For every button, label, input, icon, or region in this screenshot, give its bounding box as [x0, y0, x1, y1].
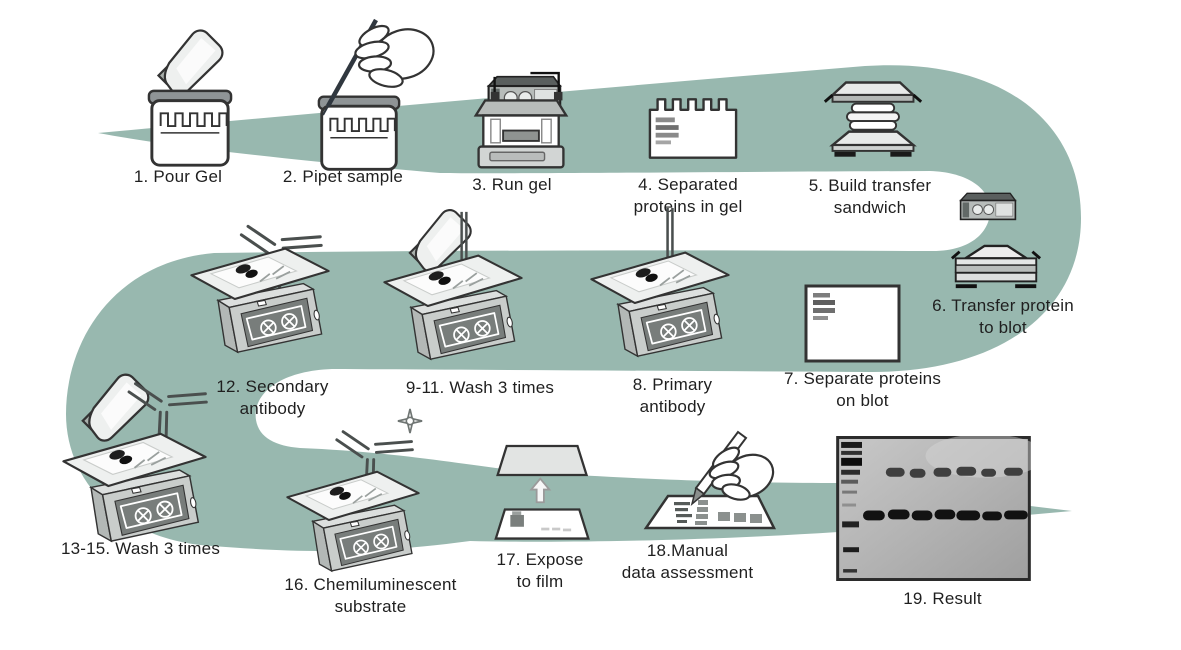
transfer-sandwich-icon: [820, 80, 926, 164]
power-supply-icon: [958, 192, 1018, 222]
rocker-shaker-icon: [190, 243, 330, 355]
workflow-ribbon-path: [66, 65, 1081, 551]
step-6-label: 6. Transfer protein to blot: [932, 296, 1074, 337]
lower-band-row: [862, 509, 1028, 521]
step-17-label: 17. Expose to film: [496, 550, 584, 591]
gloved-hand-pen-icon: [643, 430, 777, 530]
gel-cassette-icon: [146, 86, 234, 170]
step-8-label: 8. Primary antibody: [632, 375, 713, 416]
step-1-label: 1. Pour Gel: [133, 167, 223, 186]
transfer-cell-icon: [950, 242, 1042, 292]
sparkle-icon: [397, 408, 423, 434]
step-9-11-label: 9-11. Wash 3 times: [405, 378, 555, 397]
rocker-shaker-icon: [590, 247, 730, 359]
blot-card-icon: [643, 494, 777, 530]
rocker-shaker-icon: [62, 428, 207, 544]
step-12-label: 12. Secondary antibody: [216, 377, 329, 418]
step-13-15-label: 13-15. Wash 3 times: [60, 539, 221, 558]
up-arrow-icon: [529, 477, 552, 504]
blot-membrane-icon: [494, 508, 590, 540]
ladder-lane: [841, 441, 862, 573]
step-3-label: 3. Run gel: [472, 175, 552, 194]
step-16-label: 16. Chemiluminescent substrate: [284, 575, 457, 616]
gel-with-bands-icon: [648, 96, 738, 160]
step-19-label: 19. Result: [903, 589, 982, 608]
gloved-hand-pipette-icon: [322, 18, 435, 116]
rocker-shaker-icon: [286, 466, 420, 574]
step-18-label: 18.Manual data assessment: [621, 541, 754, 582]
blot-membrane-icon: [804, 284, 901, 363]
step-4-label: 4. Separated proteins in gel: [633, 175, 743, 216]
film-exposure-icon: [494, 444, 590, 540]
electrophoresis-tank-icon: [473, 71, 569, 169]
rocker-shaker-icon: [383, 250, 523, 362]
upper-band-row: [885, 466, 1023, 478]
film-icon: [496, 444, 589, 477]
western-blot-result-image: [836, 436, 1031, 581]
step-2-label: 2. Pipet sample: [282, 167, 404, 186]
step-5-label: 5. Build transfer sandwich: [808, 176, 932, 217]
step-7-label: 7. Separate proteins on blot: [783, 369, 942, 410]
